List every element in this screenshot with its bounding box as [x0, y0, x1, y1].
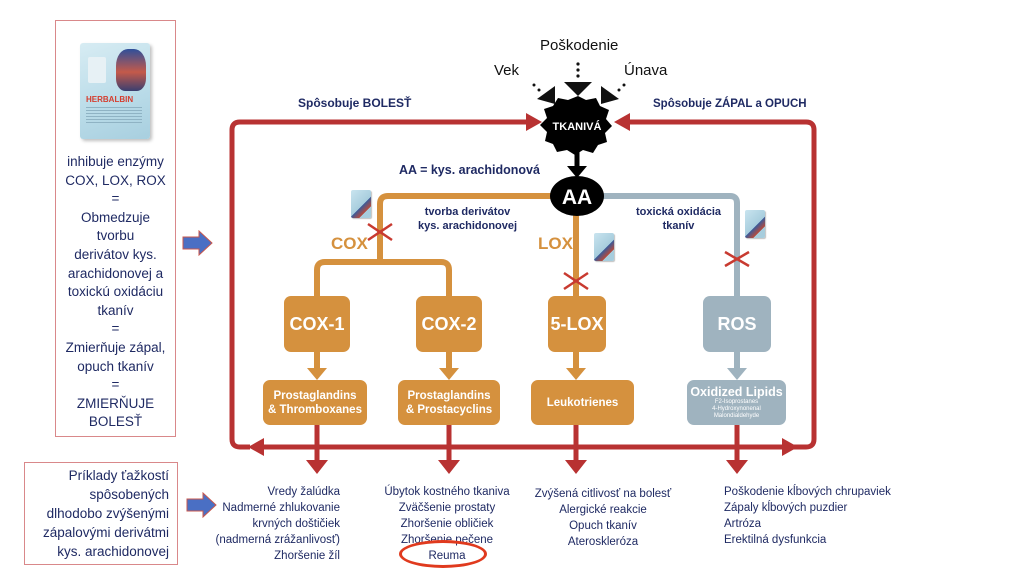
- product-prostaglandins-thromboxanes: Prostaglandins & Thromboxanes: [263, 380, 367, 425]
- ros-pathway: [598, 193, 747, 380]
- product-pack-icon: [745, 210, 765, 238]
- arrow-right-icon: [182, 230, 213, 256]
- product-name: HERBALBIN: [86, 95, 134, 104]
- pain-label: Spôsobuje BOLESŤ: [298, 96, 412, 110]
- tissue-node: TKANIVÁ: [540, 96, 612, 155]
- trigger-arrows: [532, 62, 626, 104]
- inhibition-x-lox: [563, 271, 589, 291]
- enzyme-cox1: COX-1: [284, 296, 350, 352]
- derivative-formation-label: tvorba derivátov kys. arachidonovej: [418, 206, 518, 232]
- product-prostaglandins-prostacyclins: Prostaglandins & Prostacyclins: [398, 380, 500, 425]
- cox-lox-pathway: [307, 193, 586, 380]
- inhibition-x-cox: [367, 222, 393, 242]
- pain-loop-arrowhead: [526, 113, 542, 131]
- feedback-loop: [229, 113, 817, 474]
- trigger-age: Vek: [494, 62, 520, 79]
- product-oxidized-lipids: Oxidized Lipids F2-Isoprostanes 4-Hydrox…: [687, 380, 786, 425]
- cox-branch-label: COX: [331, 234, 368, 253]
- enzyme-ros: ROS: [703, 296, 771, 352]
- down-arrowhead: [438, 460, 460, 474]
- trigger-damage: Poškodenie: [540, 37, 619, 54]
- inflammation-loop-arrowhead: [614, 113, 630, 131]
- trigger-fatigue: Únava: [624, 62, 668, 79]
- examples-panel: Príklady ťažkostí spôsobených dlhodobo z…: [24, 462, 178, 565]
- aa-node-label: AA: [562, 186, 592, 209]
- aa-node: AA: [550, 176, 604, 216]
- outcome-list-5lox: Zvýšená citlivosť na bolesť Alergické re…: [534, 488, 672, 548]
- reuma-highlight-circle: [399, 540, 487, 568]
- product-pack-icon: [351, 190, 371, 218]
- pain-loop-line: [229, 119, 534, 450]
- bottom-right-arrowhead: [782, 438, 798, 456]
- arrow-right-icon: [186, 492, 217, 518]
- enzyme-5lox: 5-LOX: [548, 296, 606, 352]
- down-arrowhead: [306, 460, 328, 474]
- inflammation-loop-line: [622, 119, 817, 450]
- product-info-panel: HERBALBIN inhibuje enzýmy COX, LOX, ROX …: [55, 20, 176, 437]
- toxic-oxidation-label: toxická oxidácia tkanív: [636, 206, 721, 232]
- examples-text: Príklady ťažkostí spôsobených dlhodobo z…: [42, 468, 169, 559]
- down-arrowhead: [565, 460, 587, 474]
- product-pack-icon: [594, 233, 614, 261]
- product-image: HERBALBIN: [76, 35, 156, 145]
- bottom-left-arrowhead: [248, 438, 264, 456]
- product-description: inhibuje enzýmy COX, LOX, ROX = Obmedzuj…: [65, 154, 166, 430]
- outcome-list-cox1: Vredy žalúdka Nadmerné zhlukovanie krvný…: [215, 486, 340, 562]
- inhibition-x-ros: [724, 250, 750, 268]
- product-leukotrienes: Leukotrienes: [531, 380, 634, 425]
- tissue-node-label: TKANIVÁ: [553, 120, 602, 133]
- inflammation-label: Spôsobuje ZÁPAL a OPUCH: [653, 98, 807, 110]
- aa-definition: AA = kys. arachidonová: [399, 163, 540, 177]
- outcome-list-ros: Poškodenie kĺbových chrupaviek Zápaly kĺ…: [724, 486, 891, 546]
- down-arrowhead: [726, 460, 748, 474]
- lox-branch-label: LOX: [538, 234, 573, 253]
- enzyme-cox2: COX-2: [416, 296, 482, 352]
